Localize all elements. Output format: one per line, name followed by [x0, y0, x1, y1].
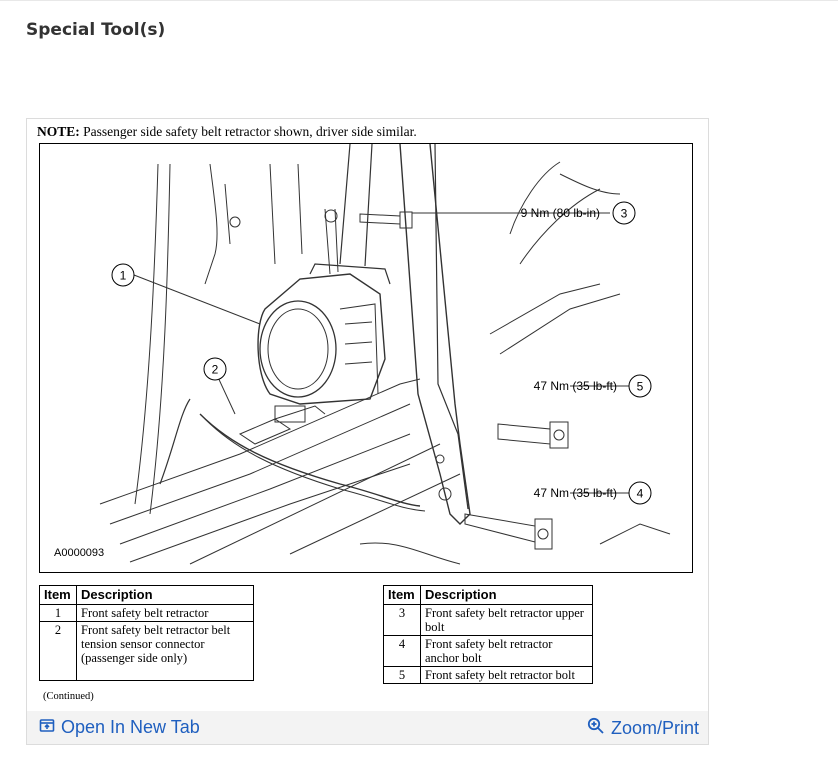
note-text: NOTE: Passenger side safety belt retract…: [37, 124, 417, 140]
note-body: Passenger side safety belt retractor sho…: [79, 124, 417, 139]
table-row: 1 Front safety belt retractor: [39, 604, 254, 622]
figure-id-label: A0000093: [54, 547, 104, 559]
callout-1: 1: [120, 269, 127, 283]
open-new-tab-icon: [39, 717, 55, 738]
section-heading: Special Tool(s): [26, 20, 166, 40]
row-description: Front safety belt retractor anchor bolt: [420, 635, 593, 667]
table-row: 4 Front safety belt retractor anchor bol…: [383, 635, 593, 667]
zoom-icon: [587, 717, 605, 740]
header-item: Item: [383, 585, 421, 605]
note-label: NOTE:: [37, 124, 80, 139]
row-item: 4: [383, 635, 421, 667]
zoom-print-label: Zoom/Print: [611, 718, 700, 738]
item-table-left: Item Description 1 Front safety belt ret…: [39, 585, 254, 681]
row-item: 3: [383, 604, 421, 636]
top-divider: [0, 0, 838, 1]
callout-2: 2: [212, 363, 219, 377]
table-row: 3 Front safety belt retractor upper bolt: [383, 604, 593, 636]
table-header-row: Item Description: [39, 585, 254, 605]
row-description: Front safety belt retractor upper bolt: [420, 604, 593, 636]
item-table-right: Item Description 3 Front safety belt ret…: [383, 585, 593, 684]
callout-3: 3: [621, 207, 628, 221]
callout-5: 5: [637, 380, 644, 394]
torque-label-5: 47 Nm (35 lb-ft): [534, 379, 617, 393]
row-description: Front safety belt retractor: [76, 604, 254, 622]
zoom-print-link[interactable]: Zoom/Print: [587, 717, 699, 740]
header-item: Item: [39, 585, 77, 605]
torque-label-3: 9 Nm (80 lb-in): [521, 206, 600, 220]
row-description: Front safety belt retractor bolt: [420, 666, 593, 684]
technical-illustration: 1 2 3 9 Nm (80 lb-in) 5 47 Nm (35 lb-ft)…: [39, 143, 693, 573]
diagram-card: NOTE: Passenger side safety belt retract…: [26, 118, 709, 745]
table-header-row: Item Description: [383, 585, 593, 605]
row-item: 1: [39, 604, 77, 622]
table-row: 5 Front safety belt retractor bolt: [383, 666, 593, 684]
illustration-drawing: 1 2 3 9 Nm (80 lb-in) 5 47 Nm (35 lb-ft)…: [54, 144, 671, 565]
open-in-new-tab-link[interactable]: Open In New Tab: [39, 717, 200, 738]
table-row: 2 Front safety belt retractor belt tensi…: [39, 621, 254, 681]
row-item: 5: [383, 666, 421, 684]
open-in-new-tab-label: Open In New Tab: [61, 717, 200, 737]
callout-4: 4: [637, 487, 644, 501]
diagram-content: NOTE: Passenger side safety belt retract…: [27, 119, 708, 711]
torque-label-4: 47 Nm (35 lb-ft): [534, 486, 617, 500]
row-description: Front safety belt retractor belt tension…: [76, 621, 254, 681]
header-description: Description: [76, 585, 254, 605]
row-item: 2: [39, 621, 77, 681]
continued-note: (Continued): [43, 691, 94, 702]
header-description: Description: [420, 585, 593, 605]
